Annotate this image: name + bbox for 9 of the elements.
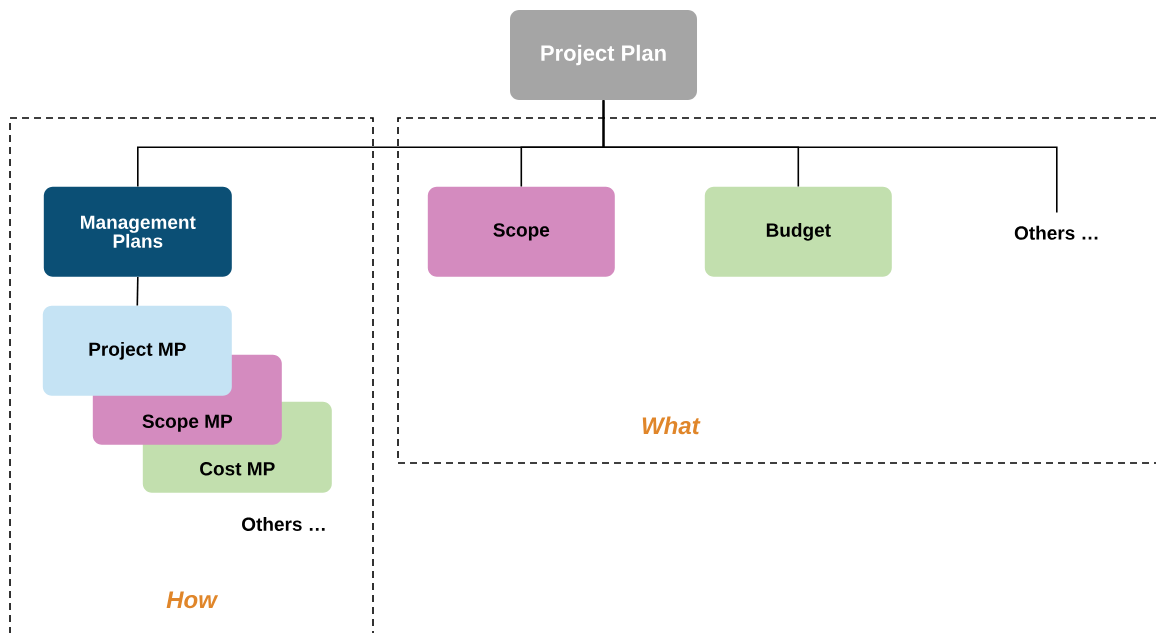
- note-text: Others …: [242, 517, 325, 531]
- process-box: Project MP: [42, 305, 232, 396]
- process-box: Budget: [704, 186, 892, 277]
- node-text: Others …: [1014, 225, 1098, 240]
- process-box: Scope: [427, 186, 615, 277]
- process-box: Project Plan: [510, 10, 697, 100]
- process-box: Management Plans: [43, 186, 232, 277]
- connector-line: [602, 99, 1058, 214]
- connector-line: [136, 276, 139, 307]
